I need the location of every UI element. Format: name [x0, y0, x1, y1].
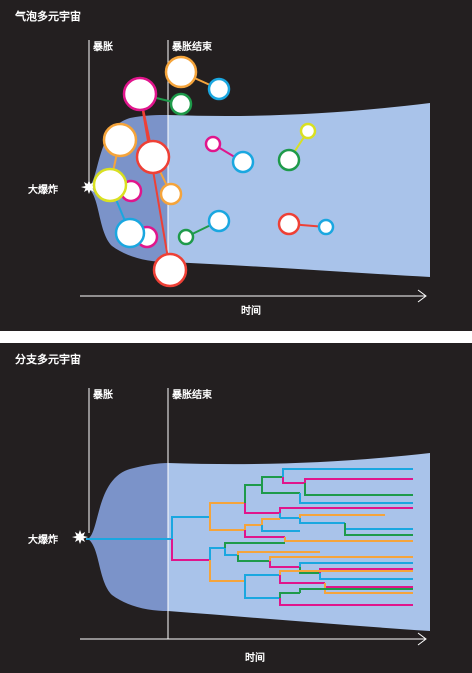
bubble [169, 92, 193, 116]
panel-title: 气泡多元宇宙 [15, 10, 81, 23]
bubble [277, 148, 301, 172]
branching-tree [86, 468, 413, 606]
inflation-label: 暴胀 [93, 42, 113, 53]
panel-title: 分支多元宇宙 [15, 353, 81, 366]
inflation-label: 暴胀 [93, 390, 113, 401]
bubble [207, 77, 231, 101]
time-axis-label: 时间 [241, 306, 261, 317]
inflation-region [88, 463, 168, 611]
bubble [177, 228, 195, 246]
bubble [204, 135, 222, 153]
bubble-universes [92, 55, 335, 288]
time-axis-label: 时间 [245, 653, 265, 664]
inflation-end-label: 暴胀结束 [172, 42, 212, 53]
bubble [102, 122, 138, 158]
bubble [277, 212, 301, 236]
big-bang-starburst-icon [72, 530, 88, 544]
post-inflation-region [168, 103, 430, 277]
branching-multiverse-panel: 分支多元宇宙 [0, 343, 472, 673]
bubble [122, 76, 158, 112]
big-bang-label: 大爆炸 [28, 185, 58, 196]
bubble [152, 252, 188, 288]
bubble [135, 139, 171, 175]
time-arrow [80, 632, 427, 646]
bubble [159, 182, 183, 206]
bubble-multiverse-panel: 气泡多元宇宙 [0, 0, 472, 331]
bubble [317, 218, 335, 236]
bubble [114, 217, 146, 249]
bubble-multiverse-diagram [80, 40, 430, 303]
big-bang-label: 大爆炸 [28, 535, 58, 546]
bubble [207, 209, 231, 233]
bubble [231, 150, 255, 174]
bubble [299, 122, 317, 140]
bubble [164, 55, 198, 89]
inflation-end-label: 暴胀结束 [172, 390, 212, 401]
branching-multiverse-diagram [72, 388, 430, 646]
bubble [92, 167, 128, 203]
time-arrow [80, 289, 427, 303]
